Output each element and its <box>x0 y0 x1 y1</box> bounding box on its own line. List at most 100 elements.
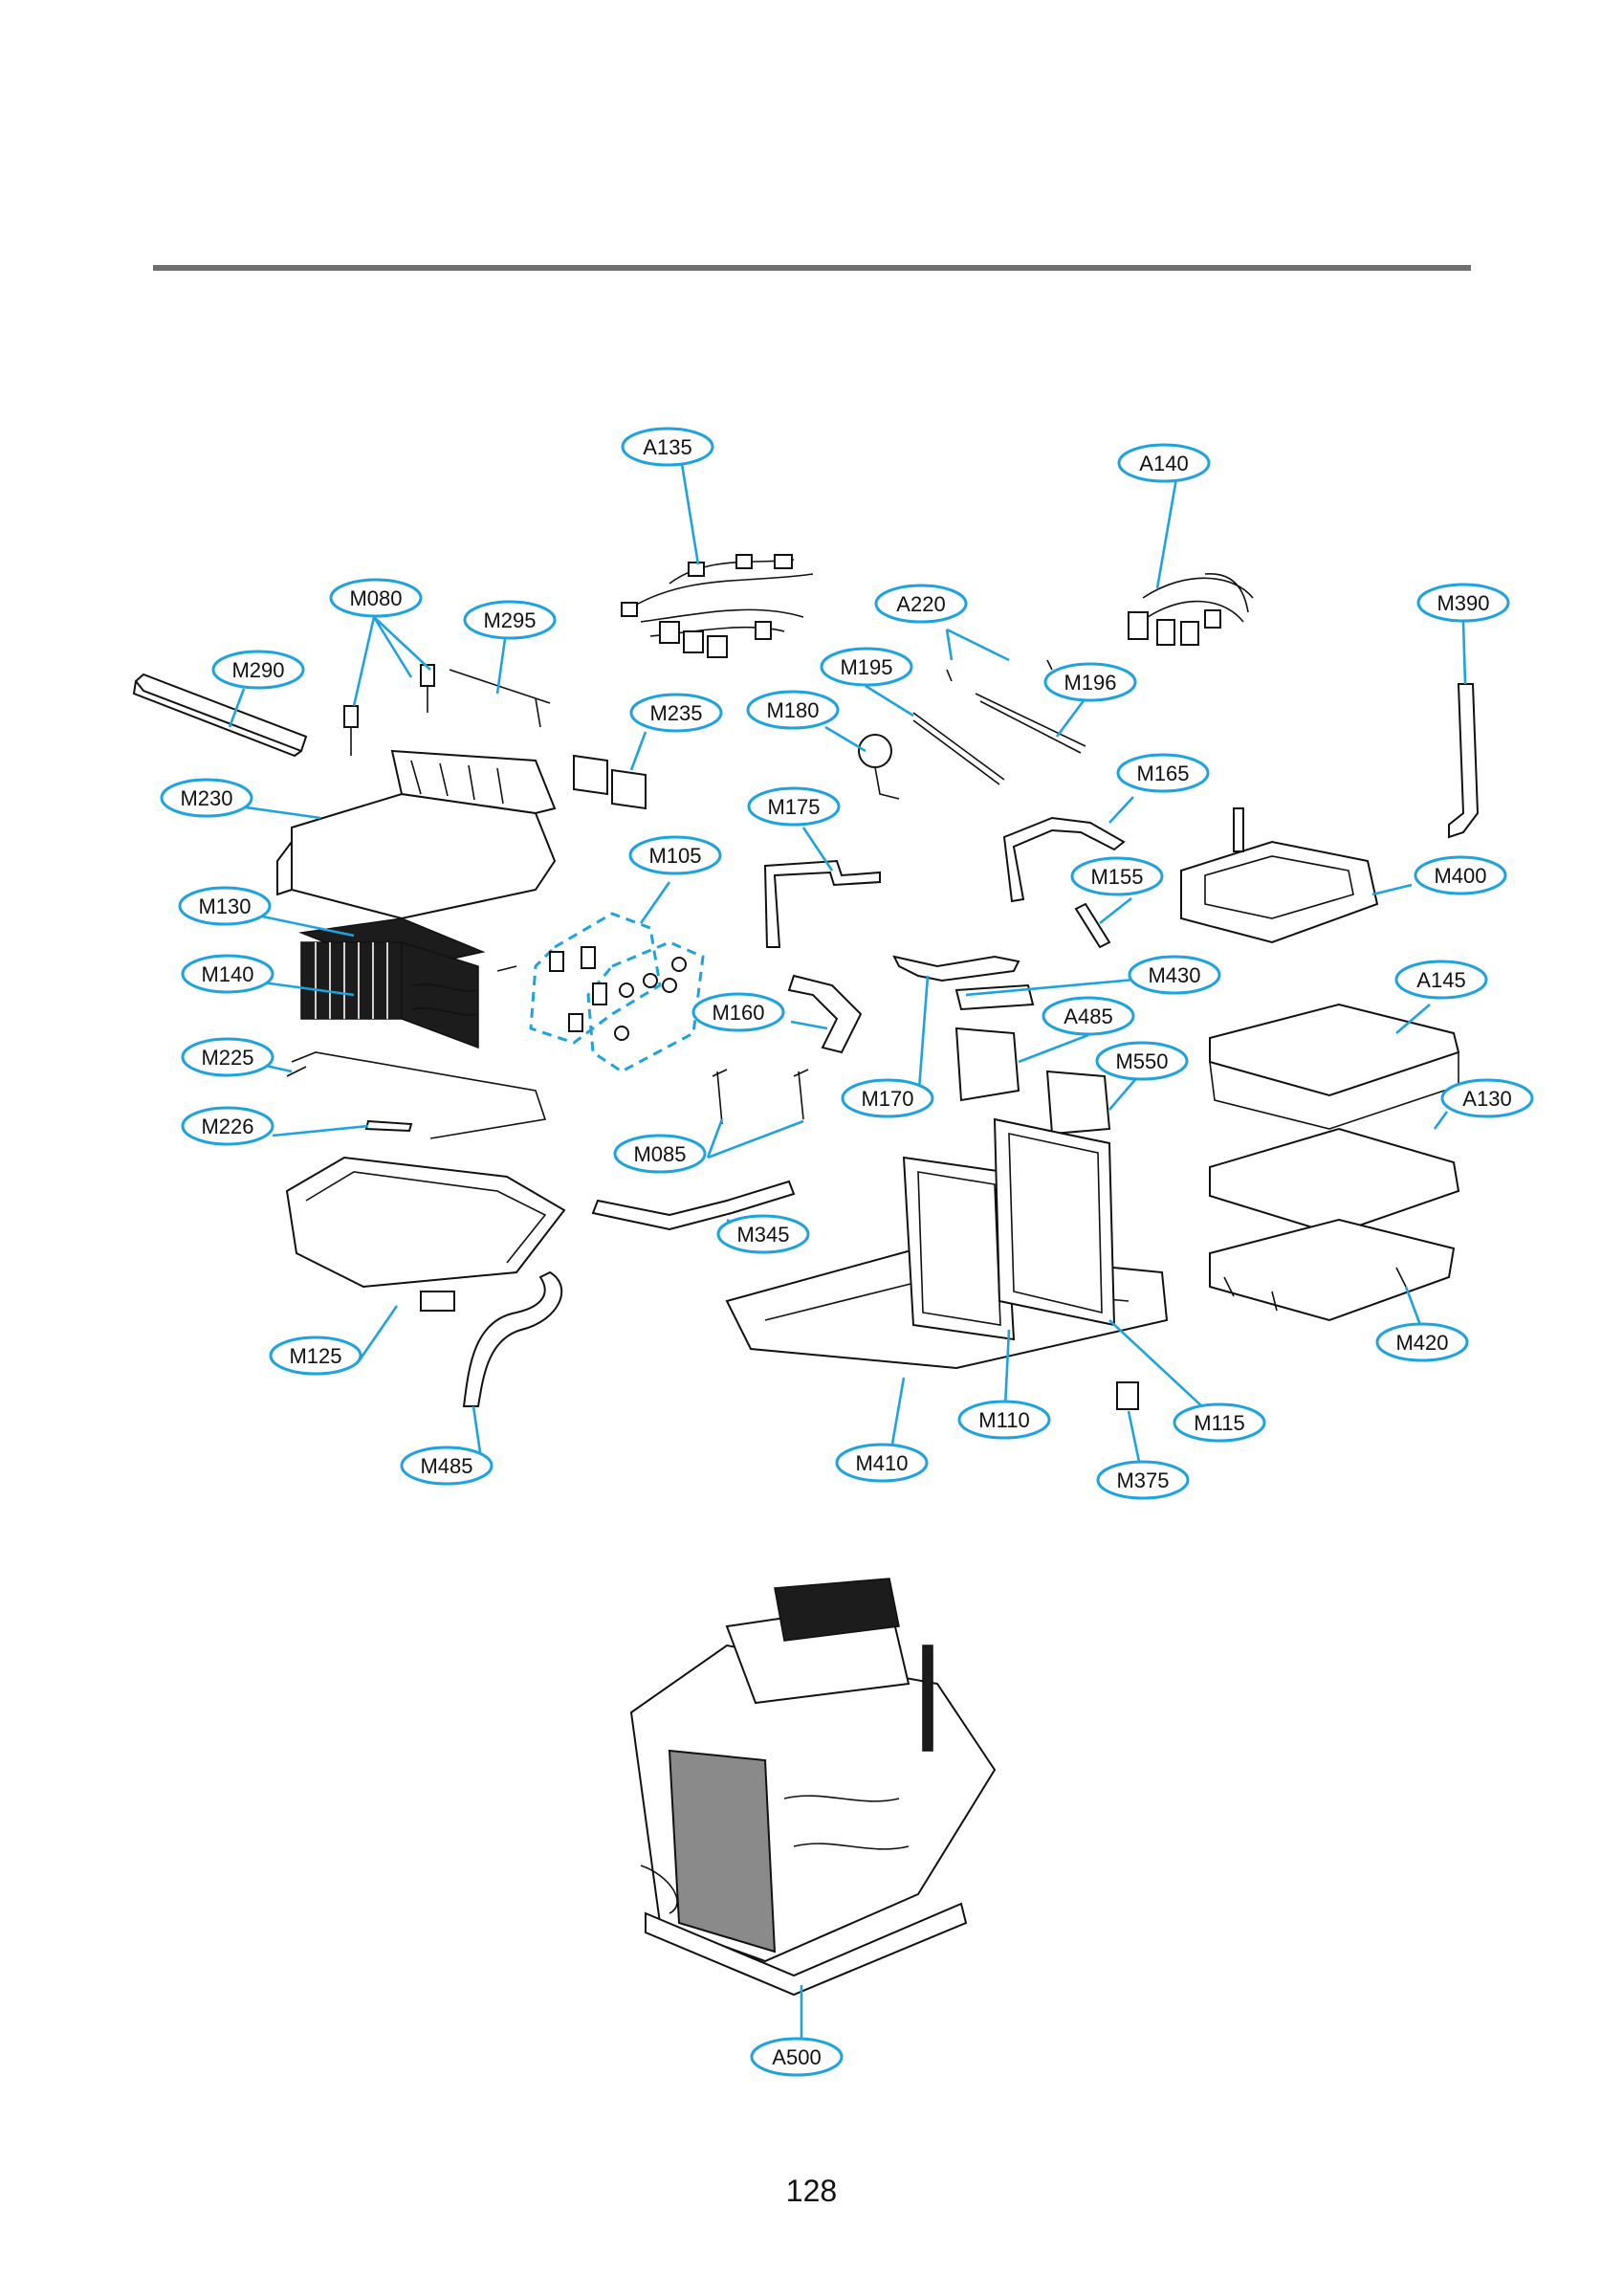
callout-a485: A485 <box>1042 996 1135 1036</box>
svg-text:M390: M390 <box>1437 591 1489 615</box>
callout-m345: M345 <box>716 1214 810 1254</box>
callout-a220: A220 <box>874 584 968 624</box>
svg-text:M125: M125 <box>289 1344 341 1368</box>
pipe-m160 <box>787 974 863 1054</box>
page-number: 128 <box>785 2174 838 2208</box>
callout-m420: M420 <box>1375 1322 1469 1362</box>
svg-text:A130: A130 <box>1462 1087 1511 1111</box>
clip-m375 <box>1116 1381 1139 1410</box>
svg-text:M175: M175 <box>767 795 820 819</box>
tube-m226 <box>364 1119 413 1133</box>
callout-m195: M195 <box>820 647 913 687</box>
callout-bubbles: A135 A140 M080 M295 A220 M390 M290 M195 … <box>160 427 1534 2077</box>
svg-text:M345: M345 <box>736 1223 789 1247</box>
valve-m180 <box>858 734 900 800</box>
clips-m085 <box>712 1069 809 1125</box>
svg-text:A145: A145 <box>1416 968 1465 992</box>
callout-m115: M115 <box>1173 1402 1266 1443</box>
callout-m230: M230 <box>160 778 253 818</box>
rod-m196 <box>975 693 1086 754</box>
callout-a140: A140 <box>1117 443 1211 483</box>
board-m550 <box>1045 1070 1111 1136</box>
svg-text:M485: M485 <box>420 1454 472 1478</box>
callout-m125: M125 <box>269 1336 362 1376</box>
svg-text:M170: M170 <box>861 1087 913 1111</box>
svg-text:A220: A220 <box>896 592 945 616</box>
tray-m420 <box>1209 1218 1456 1322</box>
parts-artwork <box>132 554 1480 1997</box>
callout-m290: M290 <box>211 650 305 690</box>
svg-text:M430: M430 <box>1148 963 1200 987</box>
pipe-m175 <box>763 859 881 948</box>
callout-m130: M130 <box>178 886 272 926</box>
callout-m485: M485 <box>400 1446 493 1486</box>
callout-a135: A135 <box>621 427 714 467</box>
svg-text:A135: A135 <box>643 435 691 459</box>
svg-text:M080: M080 <box>349 586 402 610</box>
frame-m110 <box>902 1156 1016 1341</box>
svg-text:M410: M410 <box>855 1451 908 1475</box>
wire-harness-a135 <box>621 554 814 658</box>
parts-group-m105-b <box>586 940 705 1073</box>
callout-a130: A130 <box>1440 1078 1534 1118</box>
callout-m140: M140 <box>181 954 274 994</box>
drain-hose-m485 <box>462 1270 563 1407</box>
fittings-m105 <box>549 946 687 1041</box>
svg-text:M130: M130 <box>198 894 251 918</box>
pipe-m155 <box>1074 902 1111 949</box>
svg-text:M165: M165 <box>1136 762 1189 785</box>
svg-text:M196: M196 <box>1064 671 1116 695</box>
callout-m410: M410 <box>835 1443 929 1483</box>
filters-m235 <box>573 754 647 810</box>
wire-harness-a140 <box>1128 573 1254 646</box>
drain-pan-m125 <box>285 1156 566 1312</box>
svg-text:M230: M230 <box>180 786 232 810</box>
svg-text:M295: M295 <box>483 608 536 632</box>
svg-text:M140: M140 <box>201 962 253 986</box>
callout-m295: M295 <box>463 600 557 640</box>
callout-m226: M226 <box>181 1106 274 1146</box>
svg-text:A140: A140 <box>1139 452 1188 475</box>
bar-m290 <box>132 673 308 758</box>
pipe-m165 <box>1002 816 1126 903</box>
callout-m235: M235 <box>629 693 723 733</box>
callout-m085: M085 <box>613 1134 707 1174</box>
callout-m155: M155 <box>1070 856 1164 896</box>
callout-m080: M080 <box>329 578 423 618</box>
evaporator-m140 <box>298 917 517 1049</box>
svg-text:M180: M180 <box>766 698 819 722</box>
callout-m110: M110 <box>957 1400 1051 1440</box>
svg-text:M110: M110 <box>978 1408 1029 1432</box>
svg-text:M400: M400 <box>1434 864 1486 888</box>
parts-group-m105 <box>529 912 662 1045</box>
callout-a145: A145 <box>1394 960 1488 1000</box>
svg-text:M160: M160 <box>712 1001 764 1025</box>
clips-a220 <box>946 659 1053 682</box>
svg-text:A500: A500 <box>772 2045 821 2069</box>
callout-m400: M400 <box>1414 855 1507 895</box>
callout-m165: M165 <box>1116 753 1210 793</box>
assembled-unit-a500 <box>629 1578 997 1997</box>
svg-text:M235: M235 <box>649 701 702 725</box>
callout-m170: M170 <box>841 1078 934 1118</box>
callout-m180: M180 <box>746 690 840 730</box>
callout-m550: M550 <box>1095 1041 1189 1081</box>
callout-m175: M175 <box>747 786 841 827</box>
leader-lines <box>228 463 1467 2038</box>
svg-text:M105: M105 <box>648 844 701 868</box>
board-a485 <box>954 1027 1020 1102</box>
callout-m160: M160 <box>691 992 785 1032</box>
callout-m390: M390 <box>1416 583 1510 623</box>
rod-m195 <box>912 712 1005 785</box>
callout-m225: M225 <box>181 1037 274 1077</box>
tube-m225 <box>286 1051 547 1139</box>
callout-m105: M105 <box>628 835 722 875</box>
housing-m230 <box>276 749 557 920</box>
control-box-a130 <box>1209 1127 1460 1236</box>
header-rule <box>153 265 1471 271</box>
svg-text:M225: M225 <box>201 1046 253 1070</box>
svg-text:M550: M550 <box>1115 1049 1168 1073</box>
frame-m115 <box>993 1117 1116 1327</box>
svg-text:M155: M155 <box>1090 865 1143 889</box>
